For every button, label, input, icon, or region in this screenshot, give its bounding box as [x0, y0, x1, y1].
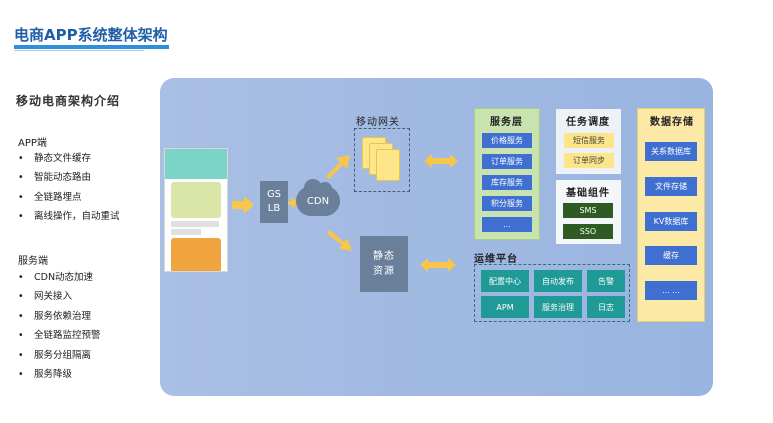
product-text-line — [171, 221, 219, 227]
gateway-label: 移动网关 — [356, 117, 400, 128]
gateway-frame — [354, 128, 410, 192]
task-schedule-title: 任务调度 — [566, 117, 610, 128]
arrow-cdn-to-gateway — [326, 155, 350, 179]
product-image — [171, 182, 221, 218]
task-item: 短信服务 — [564, 133, 614, 148]
arrow-cdn-to-static — [327, 230, 352, 251]
storage-item: 缓存 — [645, 246, 697, 265]
ops-platform-title: 运维平台 — [474, 254, 518, 265]
storage-item: ... ... — [645, 281, 697, 300]
storage-item: 文件存储 — [645, 177, 697, 196]
data-storage-title: 数据存储 — [650, 117, 694, 128]
static-label-1: 静态 — [373, 251, 395, 262]
arrow-gslb-to-cdn — [288, 197, 298, 209]
service-layer-title: 服务层 — [490, 117, 523, 128]
static-resources-box: 静态资源 — [360, 236, 408, 292]
list-item: 静态文件缓存 — [18, 149, 120, 168]
app-feature-list: 静态文件缓存 智能动态路由 全链路埋点 离线操作，自动重试 — [18, 149, 120, 227]
ops-item: 服务治理 — [534, 296, 582, 318]
product-text-line — [171, 229, 201, 235]
list-item: 智能动态路由 — [18, 168, 120, 187]
list-item: 服务降级 — [18, 365, 101, 384]
ops-item: APM — [481, 296, 529, 318]
app-group-title: APP端 — [18, 138, 47, 149]
service-item: 积分服务 — [482, 196, 532, 211]
arrow-phone-to-gslb — [232, 196, 254, 214]
left-heading: 移动电商架构介绍 — [16, 94, 121, 108]
cdn-label: CDN — [306, 195, 330, 207]
service-item: 库存服务 — [482, 175, 532, 190]
gslb-label-2: LB — [267, 203, 281, 214]
cdn-cloud: CDN — [296, 179, 340, 216]
product-image — [171, 238, 221, 271]
task-item: 订单同步 — [564, 153, 614, 168]
list-item: 网关接入 — [18, 287, 101, 306]
static-label-2: 资源 — [373, 266, 395, 277]
gslb-label-1: GS — [266, 189, 282, 200]
ops-platform-frame — [474, 264, 630, 322]
base-component-item: SMS — [563, 203, 613, 218]
gslb-box: GS LB — [260, 181, 288, 223]
ops-item: 告警 — [587, 270, 625, 292]
base-components-title: 基础组件 — [566, 188, 610, 199]
title-underline — [14, 45, 169, 49]
list-item: 全链路监控预警 — [18, 326, 101, 345]
ops-item: 配置中心 — [481, 270, 529, 292]
mobile-app-image — [164, 148, 228, 272]
gateway-doc-icon — [376, 149, 400, 181]
app-banner — [165, 149, 227, 179]
storage-item: KV数据库 — [645, 212, 697, 231]
list-item: 离线操作，自动重试 — [18, 207, 120, 226]
list-item: 服务依赖治理 — [18, 307, 101, 326]
ops-item: 自动发布 — [534, 270, 582, 292]
service-item: ... — [482, 217, 532, 232]
base-component-item: SSO — [563, 224, 613, 239]
page-title: 电商APP系统整体架构 — [14, 26, 168, 44]
server-feature-list: CDN动态加速 网关接入 服务依赖治理 全链路监控预警 服务分组隔离 服务降级 — [18, 268, 101, 384]
storage-item: 关系数据库 — [645, 142, 697, 161]
list-item: 全链路埋点 — [18, 188, 120, 207]
service-item: 价格服务 — [482, 133, 532, 148]
server-group-title: 服务端 — [18, 256, 48, 267]
arrow-static-ops — [420, 258, 456, 272]
arrow-gateway-services — [424, 154, 458, 168]
title-underline-thin — [14, 50, 144, 51]
service-item: 订单服务 — [482, 154, 532, 169]
ops-item: 日志 — [587, 296, 625, 318]
list-item: 服务分组隔离 — [18, 346, 101, 365]
list-item: CDN动态加速 — [18, 268, 101, 287]
